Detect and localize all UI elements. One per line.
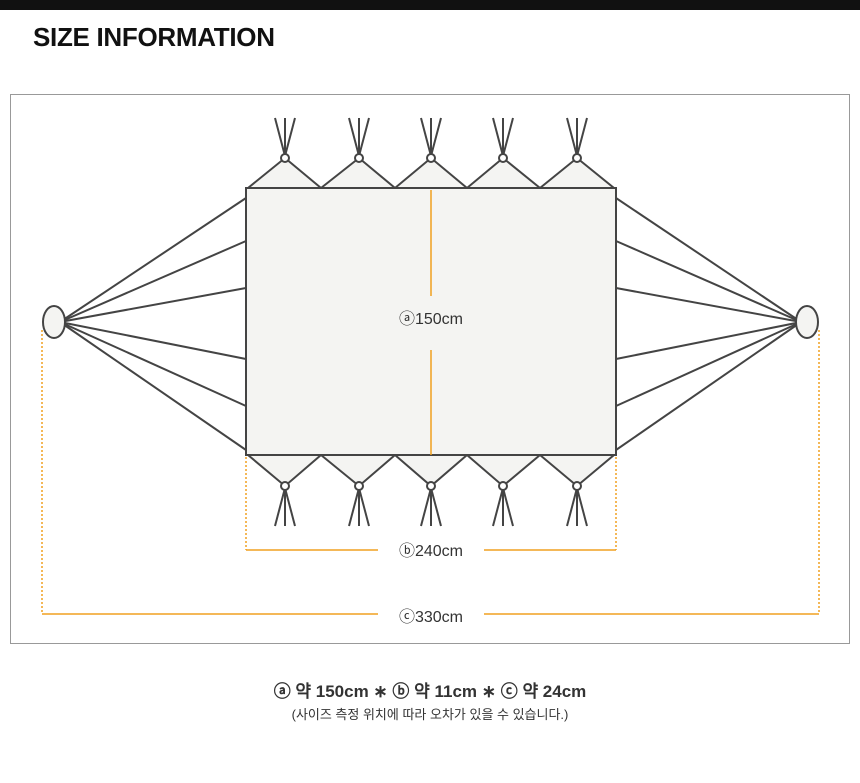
ring-icon	[426, 481, 436, 491]
tassel-string	[492, 487, 504, 527]
ring-icon	[426, 153, 436, 163]
ring-icon	[498, 153, 508, 163]
suspension-cord	[59, 197, 247, 323]
tassel-string	[492, 117, 504, 157]
ring-icon	[354, 481, 364, 491]
tassel-string	[430, 487, 442, 527]
tassel-string	[274, 117, 286, 157]
top-triangle	[537, 156, 617, 189]
top-triangle	[245, 156, 324, 189]
tassel-string	[576, 487, 588, 527]
page-title: SIZE INFORMATION	[33, 22, 275, 52]
top-bar	[0, 0, 860, 10]
suspension-cord	[615, 240, 802, 323]
tassel-string	[502, 117, 514, 157]
top-triangle	[318, 156, 398, 189]
tassel-string	[284, 117, 296, 157]
end-ring-right	[795, 305, 819, 339]
suspension-cord	[59, 321, 247, 407]
suspension-cord	[59, 321, 247, 451]
tassel-string	[274, 487, 286, 527]
suspension-cord	[615, 321, 802, 360]
ring-icon	[280, 481, 290, 491]
suspension-cord	[59, 240, 247, 323]
ring-icon	[280, 153, 290, 163]
bottom-triangle	[464, 454, 543, 488]
suspension-cord	[59, 287, 247, 323]
end-ring-left	[42, 305, 66, 339]
ring-icon	[572, 153, 582, 163]
suspension-cord	[615, 287, 802, 323]
suspension-cord	[615, 197, 802, 323]
tassel-string	[420, 487, 432, 527]
tassel-string	[358, 487, 370, 527]
bottom-triangle	[245, 454, 324, 488]
dimension-c-label: ⓒ330cm	[399, 608, 463, 626]
ring-icon	[354, 153, 364, 163]
tassel-string	[420, 117, 432, 157]
tassel-string	[358, 117, 370, 157]
bottom-triangle	[318, 454, 398, 488]
suspension-cord	[59, 321, 247, 360]
ring-icon	[498, 481, 508, 491]
top-triangle	[392, 156, 470, 189]
tassel-string	[348, 117, 360, 157]
suspension-cord	[615, 321, 802, 451]
tassel-string	[566, 487, 578, 527]
size-summary: ⓐ 약 150cm ∗ ⓑ 약 11cm ∗ ⓒ 약 24cm	[273, 682, 587, 701]
ring-icon	[572, 481, 582, 491]
dimension-lines	[41, 190, 820, 615]
tassel-string	[430, 117, 442, 157]
tassel-string	[284, 487, 296, 527]
dimension-a-label: ⓐ150cm	[399, 310, 463, 328]
dimension-b-label: ⓑ240cm	[399, 542, 463, 560]
tassel-string	[348, 487, 360, 527]
tassel-string	[502, 487, 514, 527]
suspension-cord	[615, 321, 802, 407]
bottom-triangle	[537, 454, 617, 488]
size-disclaimer: (사이즈 측정 위치에 따라 오차가 있을 수 있습니다.)	[291, 707, 569, 722]
tassel-string	[576, 117, 588, 157]
diagram-frame	[10, 94, 850, 644]
top-triangle	[464, 156, 543, 189]
tassel-string	[566, 117, 578, 157]
